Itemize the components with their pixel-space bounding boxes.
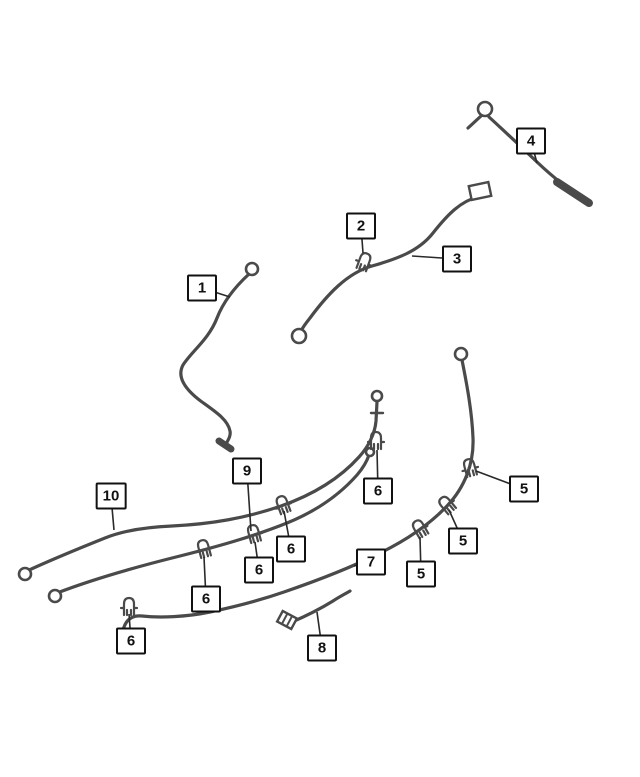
tube-4-eyelet	[476, 100, 494, 118]
tube-9-left-eyelet	[47, 588, 63, 604]
callout-4-box[interactable]: 4	[516, 127, 546, 155]
retainer-clip-6e-icon	[119, 596, 139, 617]
tube-7-eyelet	[453, 346, 469, 362]
callout-10-box[interactable]: 10	[95, 482, 127, 510]
callout-6b-box[interactable]: 6	[276, 535, 306, 563]
callout-2-box[interactable]: 2	[346, 212, 376, 240]
retainer-clip-6b-icon	[274, 495, 292, 516]
tube-3-eyelet	[290, 327, 308, 345]
retainer-clip-2-icon	[355, 252, 373, 273]
fuel-tube-4-stub	[466, 114, 483, 130]
fuel-tube-1	[179, 272, 251, 446]
callout-6d-box[interactable]: 6	[191, 585, 221, 613]
callout-8-box[interactable]: 8	[307, 634, 337, 662]
fuel-tube-10	[25, 400, 379, 573]
retainer-clip-5a-icon	[461, 457, 480, 479]
fuel-hose-8	[290, 589, 352, 624]
callout-5c-box[interactable]: 5	[406, 560, 436, 588]
tube-1-end-fitting	[215, 437, 235, 453]
fuel-tube-9	[55, 453, 371, 595]
retainer-clip-6a-icon	[366, 430, 386, 451]
callout-5a-box[interactable]: 5	[509, 475, 539, 503]
callout-1-box[interactable]: 1	[187, 274, 217, 302]
retainer-clip-6d-icon	[195, 538, 214, 560]
callout-3-box[interactable]: 3	[442, 245, 472, 273]
tube-4-hose-end	[553, 178, 593, 207]
hose-8-connector	[275, 609, 299, 631]
callout-6c-box[interactable]: 6	[244, 556, 274, 584]
tube-10-connector-ring	[370, 389, 384, 403]
tube-1-eyelet	[244, 261, 260, 277]
callout-6a-box[interactable]: 6	[363, 477, 393, 505]
fuel-tube-7	[119, 358, 475, 643]
callout-5b-box[interactable]: 5	[448, 527, 478, 555]
tube-10-left-eyelet	[17, 566, 33, 582]
retainer-clip-6c-icon	[245, 523, 264, 545]
callout-6e-box[interactable]: 6	[116, 627, 146, 655]
tube-3-quick-connector	[467, 180, 493, 202]
callout-7-box[interactable]: 7	[356, 548, 386, 576]
callout-9-box[interactable]: 9	[232, 457, 262, 485]
retainer-clip-5b-icon	[438, 495, 458, 516]
retainer-clip-5c-icon	[411, 519, 430, 540]
